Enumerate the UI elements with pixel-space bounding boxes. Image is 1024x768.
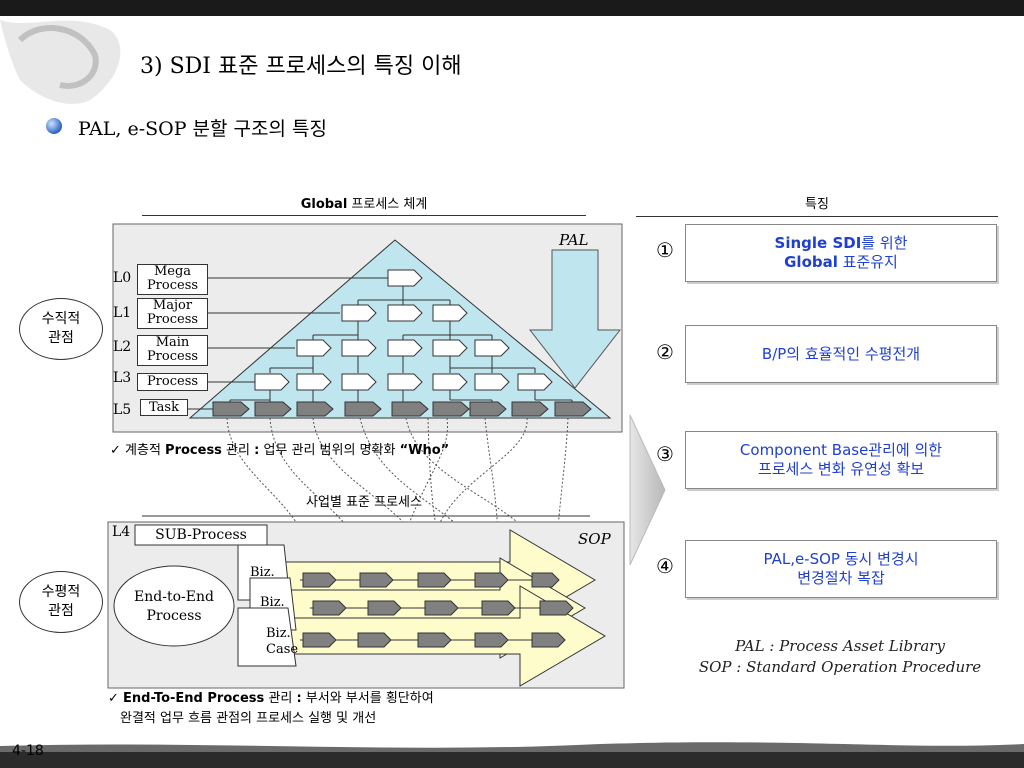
- process-pentagons: [254, 269, 553, 391]
- sub-process-label: SUB-Process: [155, 527, 247, 543]
- page-number: 4-18: [12, 743, 44, 759]
- sop-label: SOP: [578, 530, 611, 548]
- tree-connectors: [229, 285, 573, 402]
- slide-title: 3) SDI 표준 프로세스의 특징 이해: [140, 54, 462, 79]
- to-features-arrow: [629, 414, 666, 566]
- level-code-l2: L2: [113, 339, 132, 355]
- feature-box-4: PAL,e-SOP 동시 변경시 변경절차 복잡: [685, 540, 997, 598]
- biz-case-3: Biz.Case: [266, 626, 299, 657]
- legend: PAL : Process Asset Library SOP : Standa…: [698, 637, 982, 676]
- level-code-l3: L3: [113, 370, 132, 386]
- biz-case-2: Biz.: [260, 595, 285, 610]
- pal-pyramid: [188, 239, 612, 419]
- feature-box-3: Component Base관리에 의한 프로세스 변화 유연성 확보: [685, 431, 997, 489]
- feature-box-1: Single SDI를 위한 Global 표준유지: [685, 224, 997, 282]
- pal-down-arrow: [528, 249, 622, 389]
- global-header-rule: [142, 215, 586, 216]
- level-code-l4: L4: [112, 524, 131, 540]
- task-pentagons: [212, 401, 592, 417]
- level-code-l0: L0: [113, 270, 132, 286]
- brush-decoration-icon: [0, 20, 121, 104]
- top-bar: [0, 0, 1024, 16]
- feature-num-3: ③: [656, 442, 674, 466]
- level-box-task: Task: [140, 399, 188, 416]
- e2e-ellipse: [113, 565, 235, 647]
- feature-num-1: ①: [656, 238, 674, 262]
- biz-case-chevrons: [237, 544, 297, 667]
- biz-case-1: Biz.: [250, 565, 275, 580]
- feature-box-2: B/P의 효율적인 수평전개: [685, 325, 997, 383]
- pal-label: PAL: [559, 231, 589, 249]
- slide-subtitle: PAL, e-SOP 분할 구조의 특징: [78, 118, 327, 140]
- global-note: ✓ 계층적 Process 관리 : 업무 관리 범위의 명확화 “Who”: [110, 443, 450, 458]
- features-header-rule: [636, 216, 998, 217]
- business-note: ✓ End-To-End Process 관리 : 부서와 부서를 횡단하여 완…: [108, 691, 434, 726]
- level-code-l1: L1: [113, 305, 132, 321]
- business-header: 사업별 표준 프로세스: [306, 495, 422, 510]
- level-code-l5: L5: [113, 402, 132, 418]
- feature-num-2: ②: [656, 340, 674, 364]
- sub-process-box: [134, 524, 268, 546]
- sop-tasks: [302, 572, 574, 648]
- bullet-icon: [46, 118, 62, 134]
- features-header: 특징: [805, 197, 829, 212]
- feature-num-4: ④: [656, 554, 674, 578]
- bottom-brush-band: [0, 742, 1024, 768]
- global-header: Global 프로세스 체계: [300, 197, 428, 212]
- level-box-process: Process: [137, 373, 208, 391]
